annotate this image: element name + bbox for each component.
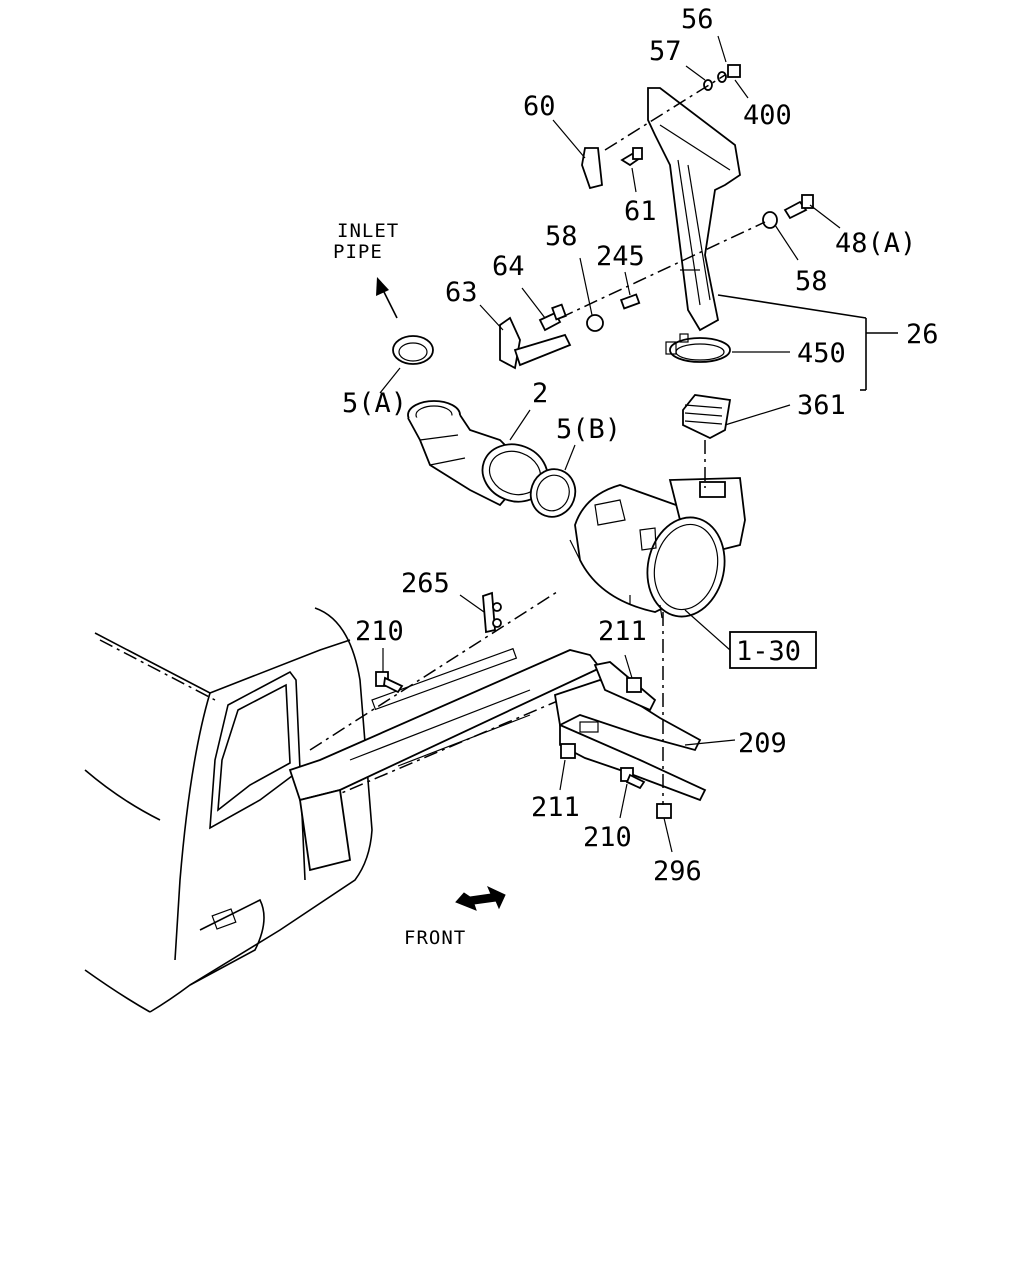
nut-400 bbox=[727, 64, 741, 78]
bracket-63 bbox=[499, 316, 572, 370]
intake-hose-2 bbox=[407, 400, 549, 507]
label-296: 296 bbox=[653, 856, 702, 887]
ref-box-1-30 bbox=[729, 631, 817, 669]
label-58-right: 58 bbox=[795, 266, 828, 297]
bolt-61 bbox=[620, 147, 643, 167]
clamp-5b bbox=[529, 468, 577, 518]
air-cleaner-assembly bbox=[569, 477, 746, 619]
clamp-5a bbox=[392, 335, 434, 365]
bolt-210-lower bbox=[620, 767, 646, 790]
nut-211-lower bbox=[560, 743, 576, 759]
bushing-58-upper bbox=[586, 314, 604, 332]
label-211-lower: 211 bbox=[531, 792, 580, 823]
bolt-48a bbox=[783, 194, 814, 220]
label-64: 64 bbox=[492, 251, 525, 282]
inlet-pipe-arrow-icon bbox=[376, 277, 398, 319]
label-211-upper: 211 bbox=[598, 616, 647, 647]
label-57: 57 bbox=[649, 36, 682, 67]
label-1-30: 1-30 bbox=[736, 636, 801, 667]
label-245: 245 bbox=[596, 241, 645, 272]
label-5a: 5(A) bbox=[342, 388, 407, 419]
label-210-upper: 210 bbox=[355, 616, 404, 647]
bracket-265 bbox=[482, 591, 502, 634]
front-arrow-icon bbox=[455, 885, 506, 911]
nut-211-upper bbox=[626, 677, 642, 693]
bracket-60 bbox=[581, 147, 603, 190]
label-26: 26 bbox=[906, 319, 939, 350]
air-duct-26 bbox=[647, 87, 741, 332]
pin-245 bbox=[619, 293, 641, 310]
label-265: 265 bbox=[401, 568, 450, 599]
label-inlet: INLET bbox=[337, 220, 399, 242]
label-56: 56 bbox=[681, 4, 714, 35]
label-2: 2 bbox=[532, 378, 548, 409]
label-58-upper: 58 bbox=[545, 221, 578, 252]
bolt-210-upper bbox=[375, 671, 404, 694]
nut-296 bbox=[656, 803, 672, 819]
label-5b: 5(B) bbox=[556, 414, 621, 445]
clamp-450 bbox=[665, 333, 731, 363]
label-210-lower: 210 bbox=[583, 822, 632, 853]
label-60: 60 bbox=[523, 91, 556, 122]
label-pipe: PIPE bbox=[333, 241, 383, 263]
label-front: FRONT bbox=[404, 927, 466, 949]
label-400: 400 bbox=[743, 100, 792, 131]
label-48a: 48(A) bbox=[835, 228, 916, 259]
truck-cab-outline bbox=[84, 589, 561, 1013]
duct-hose-361 bbox=[682, 394, 732, 440]
air-cleaner-bracket-209 bbox=[288, 647, 707, 872]
part-labels: 56 57 400 60 61 48(A) 58 58 245 64 63 26… bbox=[333, 4, 939, 949]
label-61: 61 bbox=[624, 196, 657, 227]
label-450: 450 bbox=[797, 338, 846, 369]
bushing-58-right bbox=[762, 211, 778, 229]
leader-lines bbox=[379, 35, 898, 853]
label-63: 63 bbox=[445, 277, 478, 308]
label-361: 361 bbox=[797, 390, 846, 421]
assembly-alignment-lines bbox=[559, 74, 766, 805]
label-209: 209 bbox=[738, 728, 787, 759]
bolt-64 bbox=[538, 303, 567, 332]
